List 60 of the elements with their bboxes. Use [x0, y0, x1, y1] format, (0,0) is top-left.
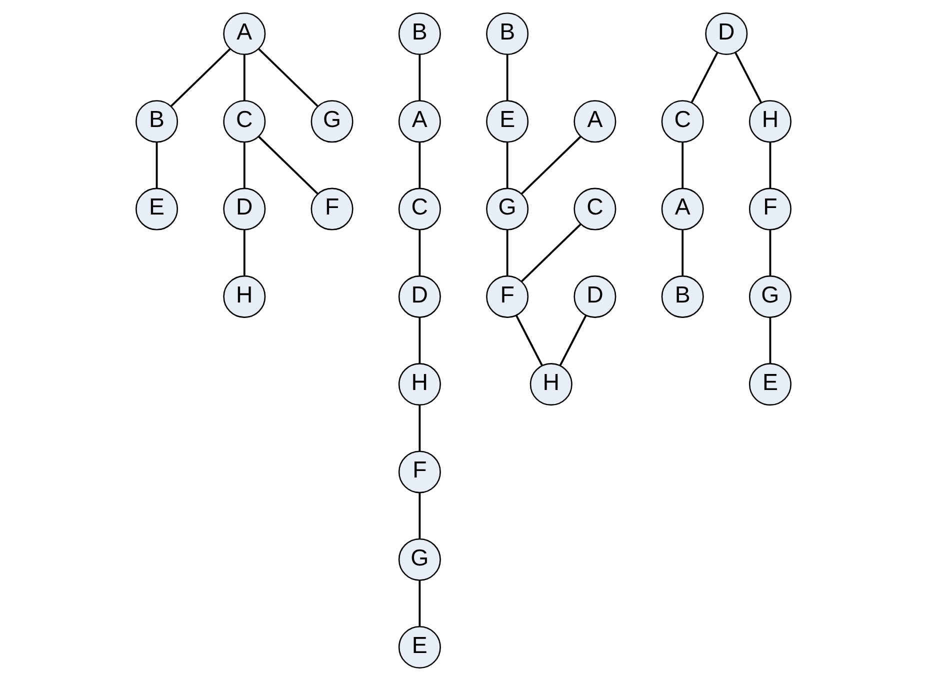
connector — [418, 318, 421, 364]
node-circle: B — [136, 100, 178, 143]
node-circle: G — [748, 275, 792, 318]
connector — [258, 48, 319, 108]
node-circle: C — [223, 100, 266, 143]
connector — [418, 580, 421, 626]
connector — [170, 48, 231, 108]
connector — [243, 142, 246, 188]
connector — [769, 318, 772, 364]
node-circle: F — [310, 188, 354, 230]
node-circle: B — [486, 12, 529, 56]
connector — [243, 54, 246, 100]
node-circle: E — [486, 100, 529, 143]
connector — [418, 54, 421, 100]
connector — [506, 230, 508, 276]
connector — [520, 224, 582, 282]
connector — [682, 142, 684, 188]
connector — [769, 230, 772, 276]
connector — [506, 54, 508, 100]
node-circle: B — [398, 12, 441, 56]
node-circle: E — [398, 626, 441, 668]
connector — [682, 230, 684, 276]
node-circle: A — [398, 100, 441, 143]
connector — [156, 142, 158, 188]
node-circle: F — [398, 450, 441, 494]
node-circle: H — [223, 275, 266, 318]
node-circle: D — [705, 12, 748, 56]
connector — [418, 142, 421, 188]
connector — [418, 230, 421, 276]
connector — [690, 52, 718, 103]
node-circle: F — [486, 275, 529, 318]
node-circle: E — [748, 363, 792, 406]
node-circle: F — [748, 188, 792, 230]
node-circle: G — [310, 100, 354, 143]
node-circle: G — [398, 538, 441, 581]
connector — [506, 142, 508, 188]
connector — [258, 136, 319, 195]
node-circle: E — [136, 188, 178, 230]
node-circle: H — [398, 363, 441, 406]
node-circle: B — [661, 275, 704, 318]
connector — [243, 230, 246, 276]
node-circle: G — [486, 188, 529, 230]
node-circle: H — [530, 363, 572, 406]
connector — [418, 405, 421, 452]
connector — [559, 315, 587, 366]
node-circle: D — [398, 275, 441, 318]
node-circle: D — [574, 275, 616, 318]
connector — [769, 142, 772, 188]
node-circle: D — [223, 188, 266, 230]
node-circle: A — [223, 12, 266, 56]
node-circle: C — [661, 100, 704, 143]
node-circle: A — [661, 188, 704, 230]
connector — [516, 315, 543, 366]
node-circle: H — [748, 100, 792, 143]
connector — [520, 136, 582, 195]
connector — [418, 492, 421, 539]
node-circle: A — [574, 100, 616, 143]
connector — [734, 52, 762, 103]
node-circle: C — [574, 188, 616, 230]
node-circle: C — [398, 188, 441, 230]
